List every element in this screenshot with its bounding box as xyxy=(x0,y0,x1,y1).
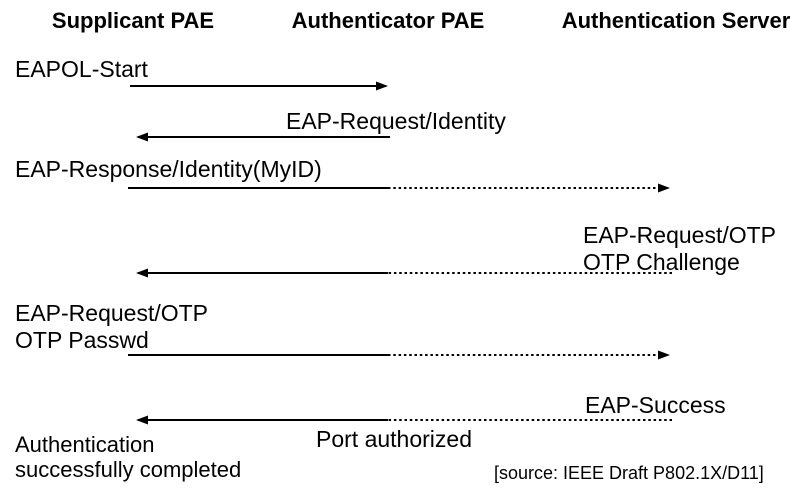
source-citation: [source: IEEE Draft P802.1X/D11] xyxy=(494,463,764,483)
message-label-line2: OTP Passwd xyxy=(15,327,149,353)
message-label-eap-request-otp-passwd: EAP-Request/OTP OTP Passwd xyxy=(15,300,208,354)
note-label-port-authorized: Port authorized xyxy=(316,426,472,452)
message-label-line1: EAP-Request/OTP xyxy=(583,222,777,248)
message-label-eap-request-otp-challenge: EAP-Request/OTP OTP Challenge xyxy=(583,222,776,276)
message-label-eapol-start: EAPOL-Start xyxy=(15,56,148,82)
completion-note: Authentication successfully completed xyxy=(15,432,241,482)
message-label-eap-request-identity: EAP-Request/Identity xyxy=(286,108,506,134)
completion-note-line2: successfully completed xyxy=(15,457,242,482)
column-header-authentication-server: Authentication Server xyxy=(561,8,791,33)
completion-note-line1: Authentication xyxy=(15,432,155,457)
column-header-authenticator-pae: Authenticator PAE xyxy=(291,8,485,33)
column-header-supplicant-pae: Supplicant PAE xyxy=(51,8,215,33)
message-label-eap-success: EAP-Success xyxy=(585,392,726,418)
message-label-line1: EAP-Request/OTP xyxy=(15,300,209,326)
message-label-eap-response-identity: EAP-Response/Identity(MyID) xyxy=(15,156,322,182)
message-label-line2: OTP Challenge xyxy=(583,249,740,275)
